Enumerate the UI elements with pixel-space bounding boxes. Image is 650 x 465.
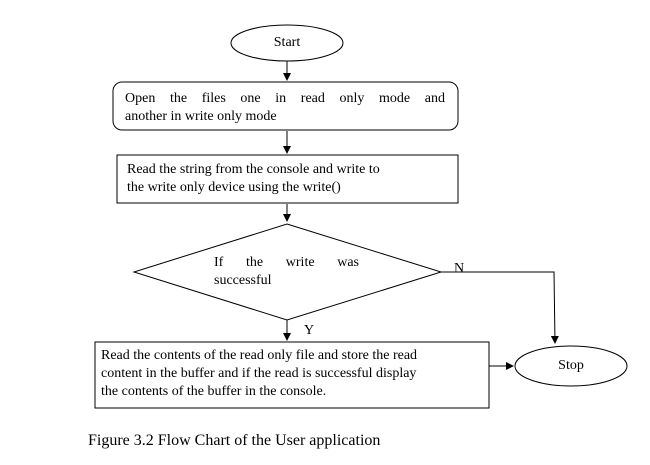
- connector-no-to-stop: [441, 271, 559, 344]
- read-write-process: [116, 154, 459, 204]
- read-display-process: [94, 341, 490, 409]
- read-display-line3: the contents of the buffer in the consol…: [101, 384, 327, 399]
- decision-line2: successful: [214, 273, 272, 288]
- read-write-line1: Read the string from the console and wri…: [127, 162, 380, 177]
- open-files-process: [112, 81, 459, 131]
- figure-caption: Figure 3.2 Flow Chart of the User applic…: [88, 432, 381, 449]
- read-display-line2: content in the buffer and if the read is…: [101, 366, 417, 381]
- stop-terminal: [514, 345, 628, 387]
- read-write-line2: the write only device using the write(): [127, 180, 341, 195]
- read-display-line1: Read the contents of the read only file …: [101, 348, 418, 363]
- open-files-line1: Open the files one in read only mode and: [125, 91, 445, 106]
- yes-branch-label: Y: [304, 323, 315, 338]
- stop-label: Stop: [558, 358, 584, 373]
- open-files-line2: another in write only mode: [125, 109, 277, 124]
- no-branch-label: N: [454, 261, 465, 276]
- decision-line1: If the write was: [214, 255, 359, 270]
- start-label: Start: [273, 35, 301, 50]
